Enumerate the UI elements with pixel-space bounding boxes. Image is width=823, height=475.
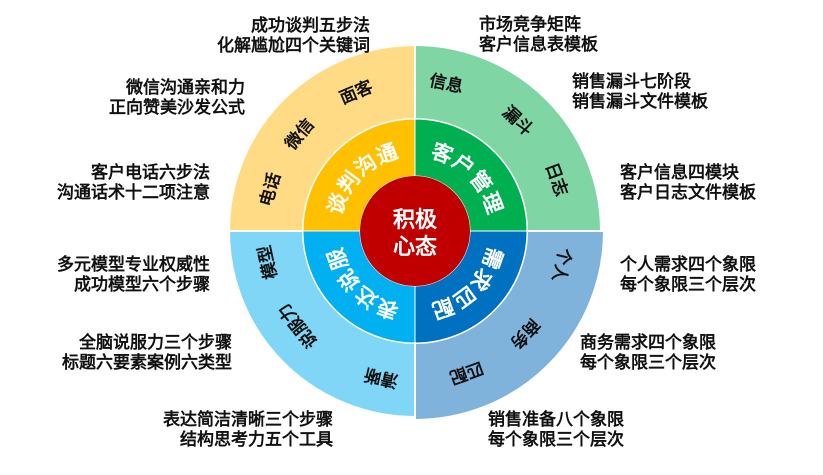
label-line: 正向赞美沙发公式: [109, 98, 245, 118]
label-line: 市场竞争矩阵: [479, 15, 581, 35]
label-line: 商务需求四个象限: [580, 333, 716, 353]
label-market-matrix: 市场竞争矩阵客户信息表模板: [479, 15, 598, 55]
label-persuasion: 全脑说服力三个步骤标题六要素案例六类型: [62, 333, 232, 373]
label-line: 标题六要素案例六类型: [62, 353, 232, 373]
label-line: 客户信息表模板: [479, 35, 598, 55]
label-line: 成功谈判五步法: [251, 16, 370, 36]
label-model: 多元模型专业权威性成功模型六个步骤: [57, 255, 210, 295]
label-sales-funnel: 销售漏斗七阶段销售漏斗文件模板: [572, 72, 708, 112]
label-business-needs: 商务需求四个象限每个象限三个层次: [580, 333, 716, 373]
center-text-line1: 积极: [393, 208, 438, 233]
center-text-line2: 心态: [393, 234, 437, 260]
label-line: 每个象限三个层次: [580, 353, 716, 373]
label-line: 全脑说服力三个步骤: [79, 333, 232, 353]
label-sales-prep: 销售准备八个象限每个象限三个层次: [488, 410, 624, 450]
label-line: 成功模型六个步骤: [74, 275, 210, 295]
label-negotiation-steps: 成功谈判五步法化解尴尬四个关键词: [217, 16, 370, 56]
label-clarity: 表达简洁清晰三个步骤结构思考力五个工具: [163, 410, 333, 450]
label-line: 客户日志文件模板: [620, 183, 756, 203]
label-line: 多元模型专业权威性: [57, 255, 210, 275]
label-line: 每个象限三个层次: [620, 275, 756, 295]
label-line: 化解尴尬四个关键词: [217, 36, 370, 56]
label-line: 销售漏斗七阶段: [572, 72, 691, 92]
label-line: 结构思考力五个工具: [180, 430, 333, 450]
center-circle: [360, 176, 470, 286]
label-wechat: 微信沟通亲和力正向赞美沙发公式: [109, 78, 245, 118]
label-line: 个人需求四个象限: [620, 255, 756, 275]
label-line: 客户电话六步法: [91, 163, 210, 183]
label-line: 每个象限三个层次: [488, 430, 624, 450]
label-line: 销售准备八个象限: [488, 410, 624, 430]
label-line: 微信沟通亲和力: [126, 78, 245, 98]
label-line: 销售漏斗文件模板: [572, 92, 708, 112]
label-phone: 客户电话六步法沟通话术十二项注意: [57, 163, 210, 203]
label-line: 表达简洁清晰三个步骤: [163, 410, 333, 430]
label-line: 客户信息四模块: [620, 163, 739, 183]
label-line: 沟通话术十二项注意: [57, 183, 210, 203]
label-personal-needs: 个人需求四个象限每个象限三个层次: [620, 255, 756, 295]
label-customer-log: 客户信息四模块客户日志文件模板: [620, 163, 756, 203]
